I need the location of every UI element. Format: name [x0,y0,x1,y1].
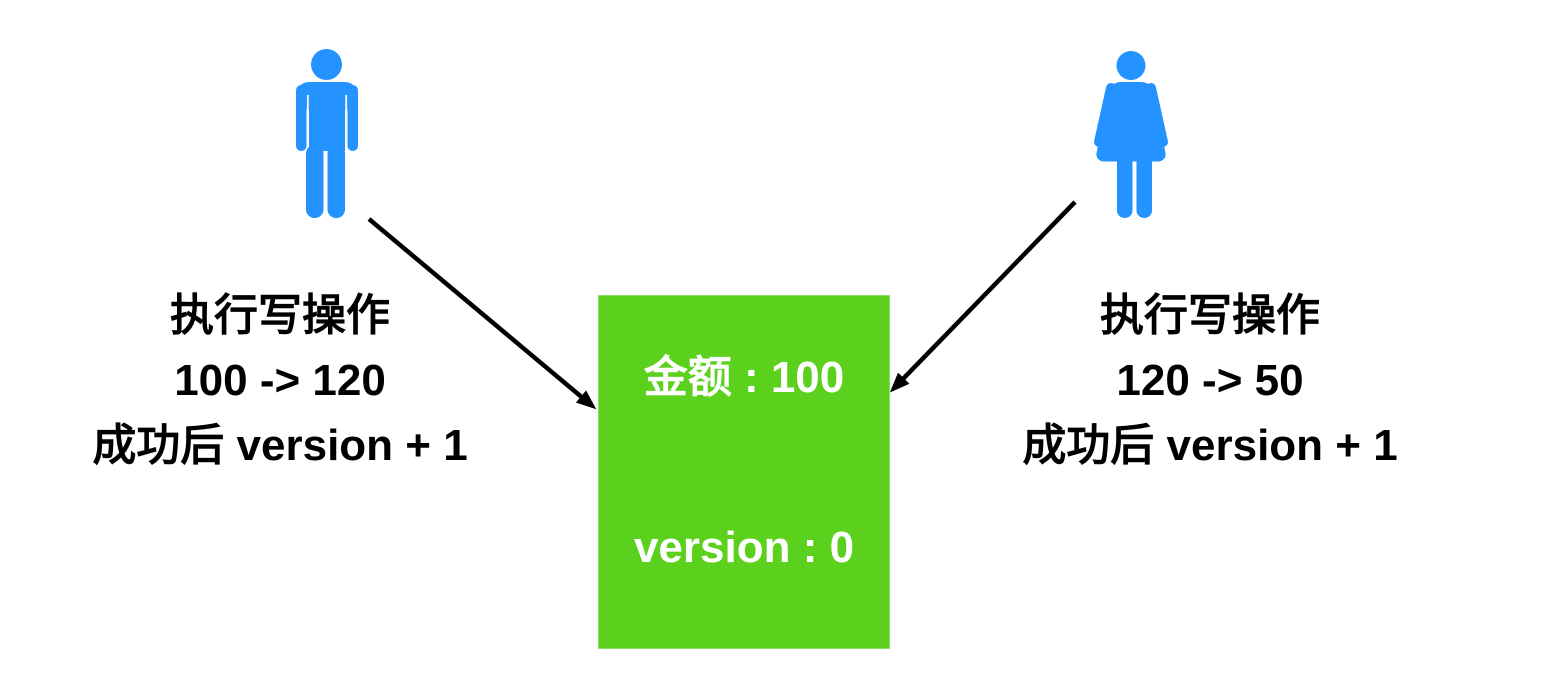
right-note-line-version: 成功后 version + 1 [1022,421,1398,470]
left-writer-note: 执行写操作 100 -> 120 成功后 version + 1 [40,283,520,478]
right-note-line-value-change: 120 -> 50 [1116,356,1304,405]
arrow-right-write [889,200,1077,393]
right-writer-note: 执行写操作 120 -> 50 成功后 version + 1 [970,283,1450,478]
male-person-icon [296,49,358,218]
data-record-box: 金额 : 100 version : 0 [598,295,890,649]
left-note-line-version: 成功后 version + 1 [92,421,468,470]
amount-field: 金额 : 100 [643,353,845,402]
version-field: version : 0 [633,523,855,572]
female-person-icon [1092,51,1168,218]
right-note-line-action: 执行写操作 [1100,291,1320,340]
left-note-line-action: 执行写操作 [170,291,390,340]
left-note-line-value-change: 100 -> 120 [174,356,386,405]
arrow-left-write [367,217,597,410]
